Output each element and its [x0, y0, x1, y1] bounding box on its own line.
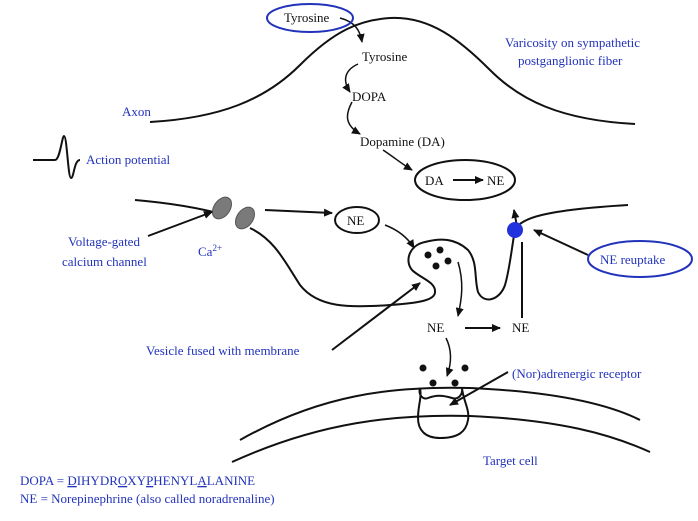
dopa-label: DOPA [352, 89, 387, 104]
arrow-fused-label [331, 282, 421, 351]
synthesis-vesicle [414, 159, 516, 201]
ne-molecule [436, 246, 444, 254]
target-cell-membrane-outer [239, 386, 641, 441]
reuptake-transporter [507, 222, 523, 238]
arrow-dopamine-synth [382, 149, 413, 171]
ne-cleft-right-label: NE [512, 320, 529, 335]
axon-label: Axon [122, 104, 151, 119]
adrenergic-receptor [416, 387, 470, 440]
tyrosine-inner-label: Tyrosine [362, 49, 408, 64]
ne-molecule [444, 257, 452, 265]
presynaptic-membrane-lower [249, 227, 516, 308]
varicosity-label-2: postganglionic fiber [518, 53, 623, 68]
ne-reuptake-highlight [587, 240, 693, 278]
ne-molecule [432, 262, 440, 270]
action-potential-label: Action potential [86, 152, 171, 167]
action-potential-waveform [33, 134, 81, 180]
ne-reuptake-label: NE reuptake [600, 252, 666, 267]
ne-vesicle [334, 206, 380, 234]
vgcc-label-2: calcium channel [62, 254, 147, 269]
calcium-label: Ca2+ [198, 243, 222, 259]
ne-molecule [461, 364, 469, 372]
ne-molecule [424, 251, 432, 259]
arrow-tyrosine-dopa [342, 63, 359, 93]
arrow-ne-receptor [445, 337, 454, 377]
arrow-vgcc-label [147, 211, 213, 237]
arrow-dopa-dopamine [346, 101, 361, 135]
ne-molecule [429, 379, 437, 387]
vgcc-label-1: Voltage-gated [68, 234, 140, 249]
arrow-release [455, 261, 464, 317]
dopa-definition: DOPA = DIHYDROXYPHENYLALANINE [20, 473, 255, 488]
varicosity-label-1: Varicosity on sympathetic [505, 35, 640, 50]
target-cell-label: Target cell [483, 453, 538, 468]
target-cell-membrane-inner [231, 414, 651, 463]
calcium-channel-upper [211, 196, 233, 220]
ne-synth-label: NE [487, 173, 504, 188]
arrow-tyrosine-in [339, 17, 365, 43]
calcium-channel-lower [234, 206, 256, 230]
ne-vesicle-label: NE [347, 213, 364, 228]
tyrosine-highlight [266, 3, 354, 33]
ne-molecule [451, 379, 459, 387]
arrow-reuptake-label [533, 229, 589, 256]
receptor-label: (Nor)adrenergic receptor [512, 366, 642, 381]
tyrosine-outer-label: Tyrosine [284, 10, 330, 25]
da-label: DA [425, 173, 444, 188]
presynaptic-membrane-right [514, 204, 629, 231]
ne-molecule [419, 364, 427, 372]
arrow-channel-vesicle [264, 208, 333, 217]
ne-cleft-left-label: NE [427, 320, 444, 335]
arrow-vesicle-fused [384, 224, 415, 249]
vesicle-fused-label: Vesicle fused with membrane [146, 343, 300, 358]
dopamine-label: Dopamine (DA) [360, 134, 445, 149]
varicosity-membrane [149, 16, 636, 125]
ne-definition: NE = Norepinephrine (also called noradre… [20, 491, 275, 506]
